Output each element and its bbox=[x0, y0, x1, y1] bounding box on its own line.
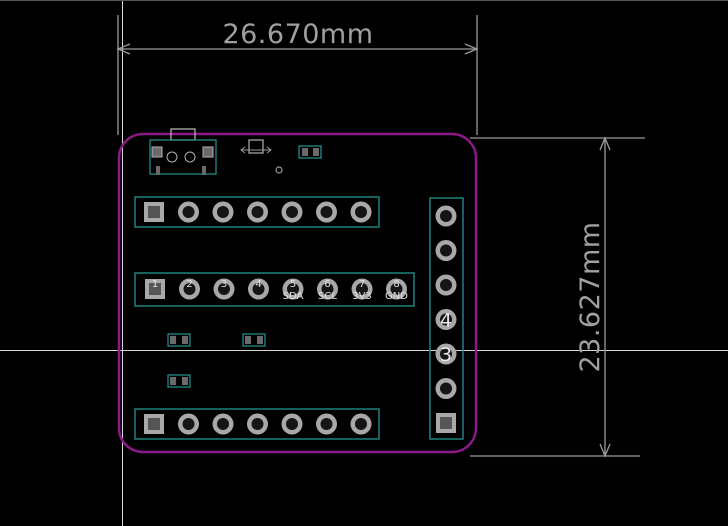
switch-component[interactable] bbox=[149, 128, 217, 175]
pin-number-label: 3 bbox=[221, 279, 227, 290]
header-vertical[interactable]: 43 bbox=[429, 197, 464, 440]
pad[interactable] bbox=[316, 413, 337, 435]
vertical-pad[interactable] bbox=[435, 378, 457, 399]
pad[interactable] bbox=[178, 201, 199, 223]
vertical-pad[interactable] bbox=[435, 274, 457, 296]
smd-cap-1[interactable] bbox=[167, 333, 191, 347]
vertical-pad[interactable] bbox=[436, 413, 456, 433]
vertical-pin-label: 3 bbox=[440, 344, 452, 366]
pin-number-label: 1 bbox=[152, 279, 158, 290]
pad[interactable] bbox=[212, 413, 234, 435]
labeled-pad[interactable] bbox=[351, 278, 373, 300]
fiducial[interactable] bbox=[275, 166, 283, 174]
pad[interactable] bbox=[178, 413, 199, 435]
labeled-pad[interactable] bbox=[282, 278, 304, 300]
smd-cap-2[interactable] bbox=[242, 333, 266, 347]
board-outline[interactable] bbox=[117, 132, 478, 454]
header-top[interactable] bbox=[134, 196, 380, 228]
pad[interactable] bbox=[247, 413, 268, 435]
vertical-pad[interactable] bbox=[435, 309, 457, 330]
pin-name-label: SDA bbox=[283, 291, 304, 302]
pad[interactable] bbox=[212, 201, 234, 223]
labeled-pad[interactable] bbox=[386, 278, 407, 300]
width-dimension[interactable]: 26.670mm bbox=[116, 15, 479, 135]
pad[interactable] bbox=[281, 201, 303, 223]
pin-name-label: SCL bbox=[318, 291, 337, 302]
vertical-pad[interactable] bbox=[435, 240, 457, 261]
width-dimension-label: 26.670mm bbox=[222, 19, 373, 50]
pin-number-label: 7 bbox=[359, 279, 365, 290]
pin-number-label: 8 bbox=[393, 279, 399, 290]
smd-cap-3[interactable] bbox=[167, 374, 191, 388]
pin-number-label: 6 bbox=[324, 279, 330, 290]
pin-number-label: 2 bbox=[186, 279, 192, 290]
pad[interactable] bbox=[247, 201, 268, 223]
pad[interactable] bbox=[316, 201, 337, 223]
pad[interactable] bbox=[350, 201, 372, 223]
height-dimension[interactable]: 23.627mm bbox=[470, 136, 645, 458]
pin-name-label: GND bbox=[385, 291, 408, 302]
pin-name-label: 3V3 bbox=[352, 291, 372, 302]
labeled-pad[interactable] bbox=[213, 278, 235, 300]
pin-number-label: 5 bbox=[290, 279, 296, 290]
labeled-pad[interactable] bbox=[179, 278, 200, 300]
pad[interactable] bbox=[281, 413, 303, 435]
height-dimension-label: 23.627mm bbox=[575, 221, 606, 372]
smd-resistor-top[interactable] bbox=[298, 145, 322, 159]
vertical-pin-label: 4 bbox=[440, 310, 452, 332]
labeled-pad[interactable] bbox=[317, 278, 338, 300]
header-bottom[interactable] bbox=[134, 408, 380, 440]
pad[interactable] bbox=[144, 414, 164, 434]
labeled-pad[interactable] bbox=[248, 278, 269, 300]
pad[interactable] bbox=[144, 202, 164, 222]
vertical-pad[interactable] bbox=[435, 205, 457, 227]
pad[interactable] bbox=[350, 413, 372, 435]
transistor-footprint[interactable] bbox=[240, 139, 272, 154]
vertical-pad[interactable] bbox=[435, 343, 457, 365]
labeled-pad[interactable] bbox=[145, 279, 165, 299]
pin-number-label: 4 bbox=[255, 279, 261, 290]
